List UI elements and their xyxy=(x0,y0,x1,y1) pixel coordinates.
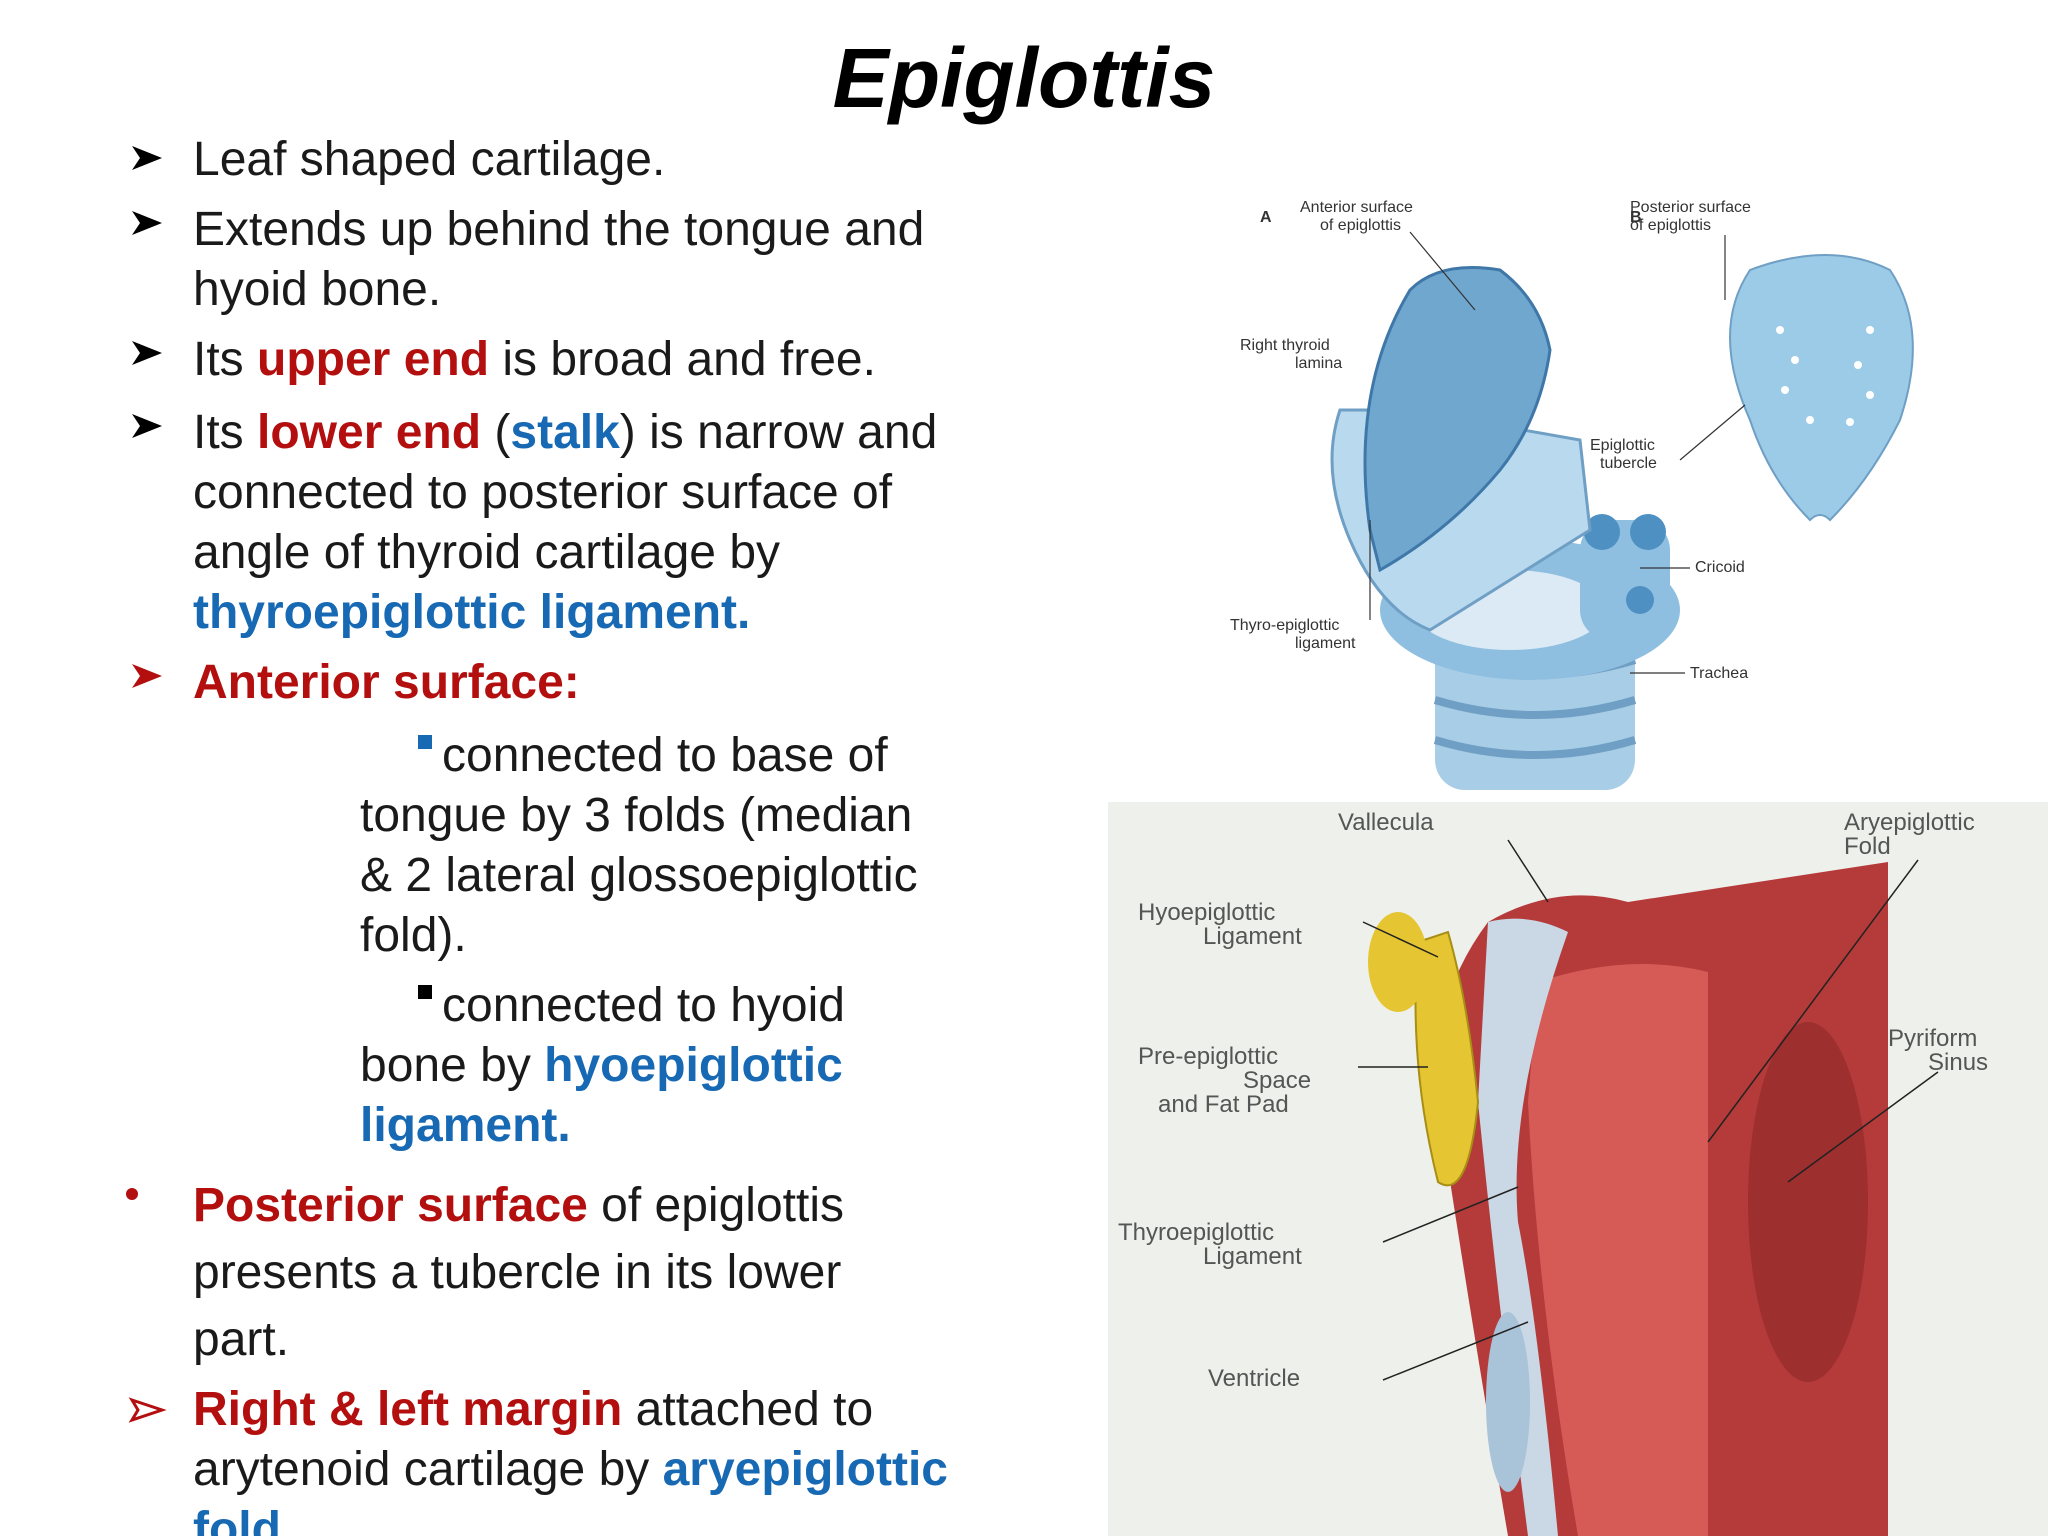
sub-bullet-1-line-4: fold). xyxy=(360,909,467,962)
bullet-6-line-2: presents a tubercle in its lower xyxy=(193,1246,842,1299)
epiglottis-diagram: A B Anterior surface of epiglottis Poste… xyxy=(1230,199,1914,790)
label-anterior-2: of epiglottis xyxy=(1320,217,1401,234)
arrowhead-icon xyxy=(132,211,162,235)
bullet-4-line-4: thyroepiglottic ligament. xyxy=(193,586,751,639)
highlight-upper-end: upper end xyxy=(257,333,490,386)
label-cricoid: Cricoid xyxy=(1695,559,1745,576)
label-pre-epiglottic-3: and Fat Pad xyxy=(1158,1091,1289,1118)
highlight-margin: Right & left margin xyxy=(193,1383,623,1436)
label-posterior-1: Posterior surface xyxy=(1630,199,1751,216)
text: attached to xyxy=(622,1383,874,1436)
epiglottis-illustration xyxy=(1478,918,1568,1536)
bullet-4-line-1: Its lower end (stalk) is narrow and xyxy=(193,403,937,463)
bullet-4-line-3: angle of thyroid cartilage by xyxy=(193,526,781,579)
bullet-5-anterior: Anterior surface: xyxy=(193,656,580,709)
label-anterior-1: Anterior surface xyxy=(1300,199,1413,216)
bullet-7-line-3: fold xyxy=(193,1503,281,1536)
label-vallecula: Vallecula xyxy=(1338,809,1434,836)
label-ventricle: Ventricle xyxy=(1208,1365,1300,1392)
highlight-posterior-surface: Posterior surface xyxy=(193,1179,588,1232)
red-arrowhead-icon xyxy=(132,664,162,688)
label-thyro-1: Thyro-epiglottic xyxy=(1230,617,1339,634)
square-bullet-icon xyxy=(418,735,432,749)
pyriform-illustration xyxy=(1748,1022,1868,1382)
label-pyriform-2: Sinus xyxy=(1928,1049,1988,1076)
label-pre-epiglottic-2: Space xyxy=(1243,1067,1311,1094)
text: ) is narrow and xyxy=(619,406,938,459)
bullet-2-line-2: hyoid bone. xyxy=(193,263,442,316)
label-aryepiglottic-1: Aryepiglottic xyxy=(1844,809,1975,836)
larynx-section-diagram: Vallecula Aryepiglottic Fold Hyoepiglott… xyxy=(1108,802,2048,1536)
bullet-2-line-1: Extends up behind the tongue and xyxy=(193,203,925,256)
arrowhead-icon xyxy=(132,146,162,170)
label-right-thyroid-2: lamina xyxy=(1295,355,1342,372)
lumen-illustration xyxy=(1528,964,1708,1536)
highlight-stalk: stalk xyxy=(510,406,620,459)
leader-lines xyxy=(1369,231,1746,674)
bullet-7-line-2: arytenoid cartilage by aryepiglottic xyxy=(193,1440,948,1500)
label-thyroepiglottic-1: Thyroepiglottic xyxy=(1118,1219,1274,1246)
arrowhead-icon xyxy=(132,414,162,438)
bullet-4-line-2: connected to posterior surface of xyxy=(193,466,893,519)
fat-pad-illustration xyxy=(1414,930,1480,1187)
arrowhead-icon xyxy=(132,341,162,365)
text: Its xyxy=(193,333,258,386)
label-hyoepiglottic-1: Hyoepiglottic xyxy=(1138,899,1275,926)
label-posterior-2: of epiglottis xyxy=(1630,217,1711,234)
text: of epiglottis xyxy=(587,1179,844,1232)
bullet-3: Its upper end is broad and free. xyxy=(193,330,876,390)
label-hyoepiglottic-2: Ligament xyxy=(1203,923,1302,950)
sub-bullet-1-line-2: tongue by 3 folds (median xyxy=(360,789,913,842)
label-b: B xyxy=(1630,209,1642,226)
label-thyro-2: ligament xyxy=(1295,635,1356,652)
text: is broad and free. xyxy=(489,333,876,386)
label-pre-epiglottic-1: Pre-epiglottic xyxy=(1138,1043,1278,1070)
text: arytenoid cartilage by xyxy=(193,1443,663,1496)
highlight-hyoepiglottic: hyoepiglottic xyxy=(544,1039,843,1092)
epiglottis-a-illustration xyxy=(1363,266,1552,573)
bullet-6-line-1: Posterior surface of epiglottis xyxy=(193,1176,844,1236)
highlight-lower-end: lower end xyxy=(257,406,482,459)
label-tubercle-2: tubercle xyxy=(1600,455,1657,472)
sub-bullet-2-line-2: bone by hyoepiglottic xyxy=(360,1036,843,1096)
bullet-1: Leaf shaped cartilage. xyxy=(193,133,666,186)
bullet-list: Leaf shaped cartilage. Extends up behind… xyxy=(0,0,1000,1536)
red-arrowhead-icon xyxy=(128,1397,167,1423)
epiglottis-b-illustration xyxy=(1729,254,1914,522)
slide-title: Epiglottis xyxy=(832,31,1216,125)
label-right-thyroid-1: Right thyroid xyxy=(1240,337,1330,354)
hyoid-fat-illustration xyxy=(1368,912,1428,1012)
text: bone by xyxy=(360,1039,545,1092)
bullet-6-line-3: part. xyxy=(193,1313,290,1366)
label-trachea: Trachea xyxy=(1690,665,1748,682)
sub-bullet-2-line-1: connected to hyoid xyxy=(418,976,845,1036)
text: ( xyxy=(481,406,511,459)
square-bullet-icon xyxy=(418,985,432,999)
label-a: A xyxy=(1260,209,1272,226)
leader-lines xyxy=(1358,839,1939,1381)
text: connected to hyoid xyxy=(442,979,845,1032)
cartilage-illustration xyxy=(1486,1312,1530,1492)
tubercle-dots xyxy=(1776,326,1874,426)
highlight-aryepiglottic: aryepiglottic xyxy=(662,1443,948,1496)
sub-bullet-1-line-1: connected to base of xyxy=(418,726,888,786)
label-aryepiglottic-2: Fold xyxy=(1844,833,1891,860)
red-dot-icon xyxy=(126,1188,138,1200)
label-pyriform-1: Pyriform xyxy=(1888,1025,1977,1052)
text: connected to base of xyxy=(442,729,888,782)
label-tubercle-1: Epiglottic xyxy=(1590,437,1655,454)
bullet-7-line-1: Right & left margin attached to xyxy=(193,1380,873,1440)
sub-bullet-2-line-3: ligament. xyxy=(360,1099,571,1152)
label-thyroepiglottic-2: Ligament xyxy=(1203,1243,1302,1270)
text: Its xyxy=(193,406,258,459)
sub-bullet-1-line-3: & 2 lateral glossoepiglottic xyxy=(360,849,918,902)
